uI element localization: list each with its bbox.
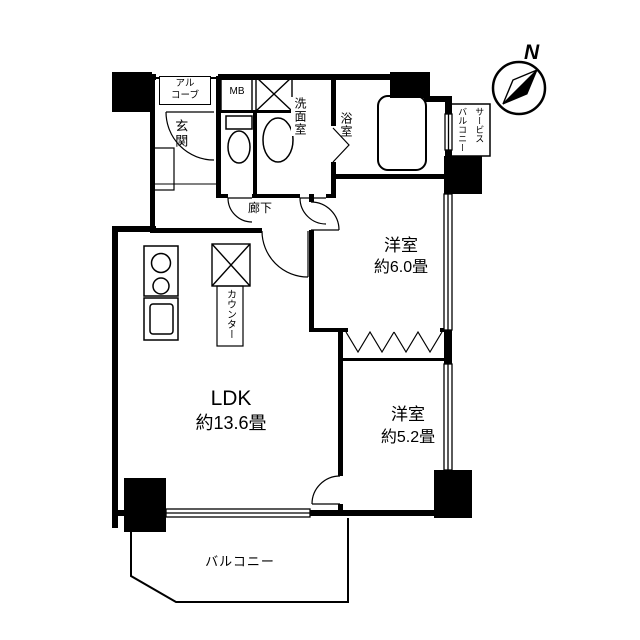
- sink-basin: [149, 303, 174, 335]
- shoe-cabinet: [153, 147, 175, 191]
- bathroom-label: 浴室: [339, 112, 353, 138]
- service-balcony-label: サービス バルコニー: [457, 107, 485, 152]
- balcony-label: バルコニー: [205, 554, 275, 569]
- bedroom2-name: 洋室: [391, 405, 425, 424]
- washroom-door: [299, 197, 327, 225]
- compass: [491, 60, 547, 116]
- ldk-name: LDK: [210, 387, 252, 410]
- bedroom1-name: 洋室: [384, 236, 418, 255]
- entrance-door: [165, 111, 215, 161]
- bathtub: [377, 95, 427, 171]
- bedroom1-size: 約6.0畳: [373, 259, 429, 276]
- balcony-outline: [130, 518, 349, 603]
- sink-counter: [143, 297, 179, 341]
- pipe-space-box: [255, 76, 293, 112]
- walls: [112, 74, 452, 528]
- closet-folding-doors: [345, 330, 443, 354]
- bathroom-folding-door: [332, 127, 350, 163]
- north-label: N: [524, 41, 540, 64]
- meter-box-label: MB: [229, 86, 245, 97]
- bedroom2-size: 約5.2畳: [380, 429, 436, 446]
- meter-box: [220, 76, 253, 112]
- kitchen-hatched-box: [211, 243, 251, 287]
- washroom-label: 洗面室: [291, 97, 308, 136]
- burner-icon: [152, 277, 170, 295]
- burner-icon: [150, 252, 172, 274]
- corridor-label: 廊下: [247, 201, 273, 215]
- ldk-size: 約13.6畳: [195, 413, 267, 433]
- toilet: [225, 115, 253, 164]
- bedroom1-door: [310, 201, 340, 231]
- counter-top: [216, 285, 244, 347]
- ldk-door: [261, 230, 309, 278]
- column-bottom-right: [434, 470, 472, 518]
- stove-unit: [143, 245, 179, 297]
- kitchen: [143, 245, 179, 341]
- door-swings: [165, 111, 341, 505]
- toilet-door: [227, 197, 253, 223]
- column-top-right: [444, 156, 482, 194]
- entrance-label: 玄関: [173, 119, 189, 149]
- counter-label: カウンター: [222, 289, 237, 339]
- washbasin: [262, 117, 294, 163]
- service-balcony-outline: [451, 103, 491, 157]
- compass-needle-black: [502, 69, 538, 105]
- bedroom2-door: [311, 475, 341, 505]
- column-bottom-left: [124, 478, 166, 532]
- windows: [165, 113, 453, 518]
- alcove-label: アル コーブ: [159, 76, 211, 105]
